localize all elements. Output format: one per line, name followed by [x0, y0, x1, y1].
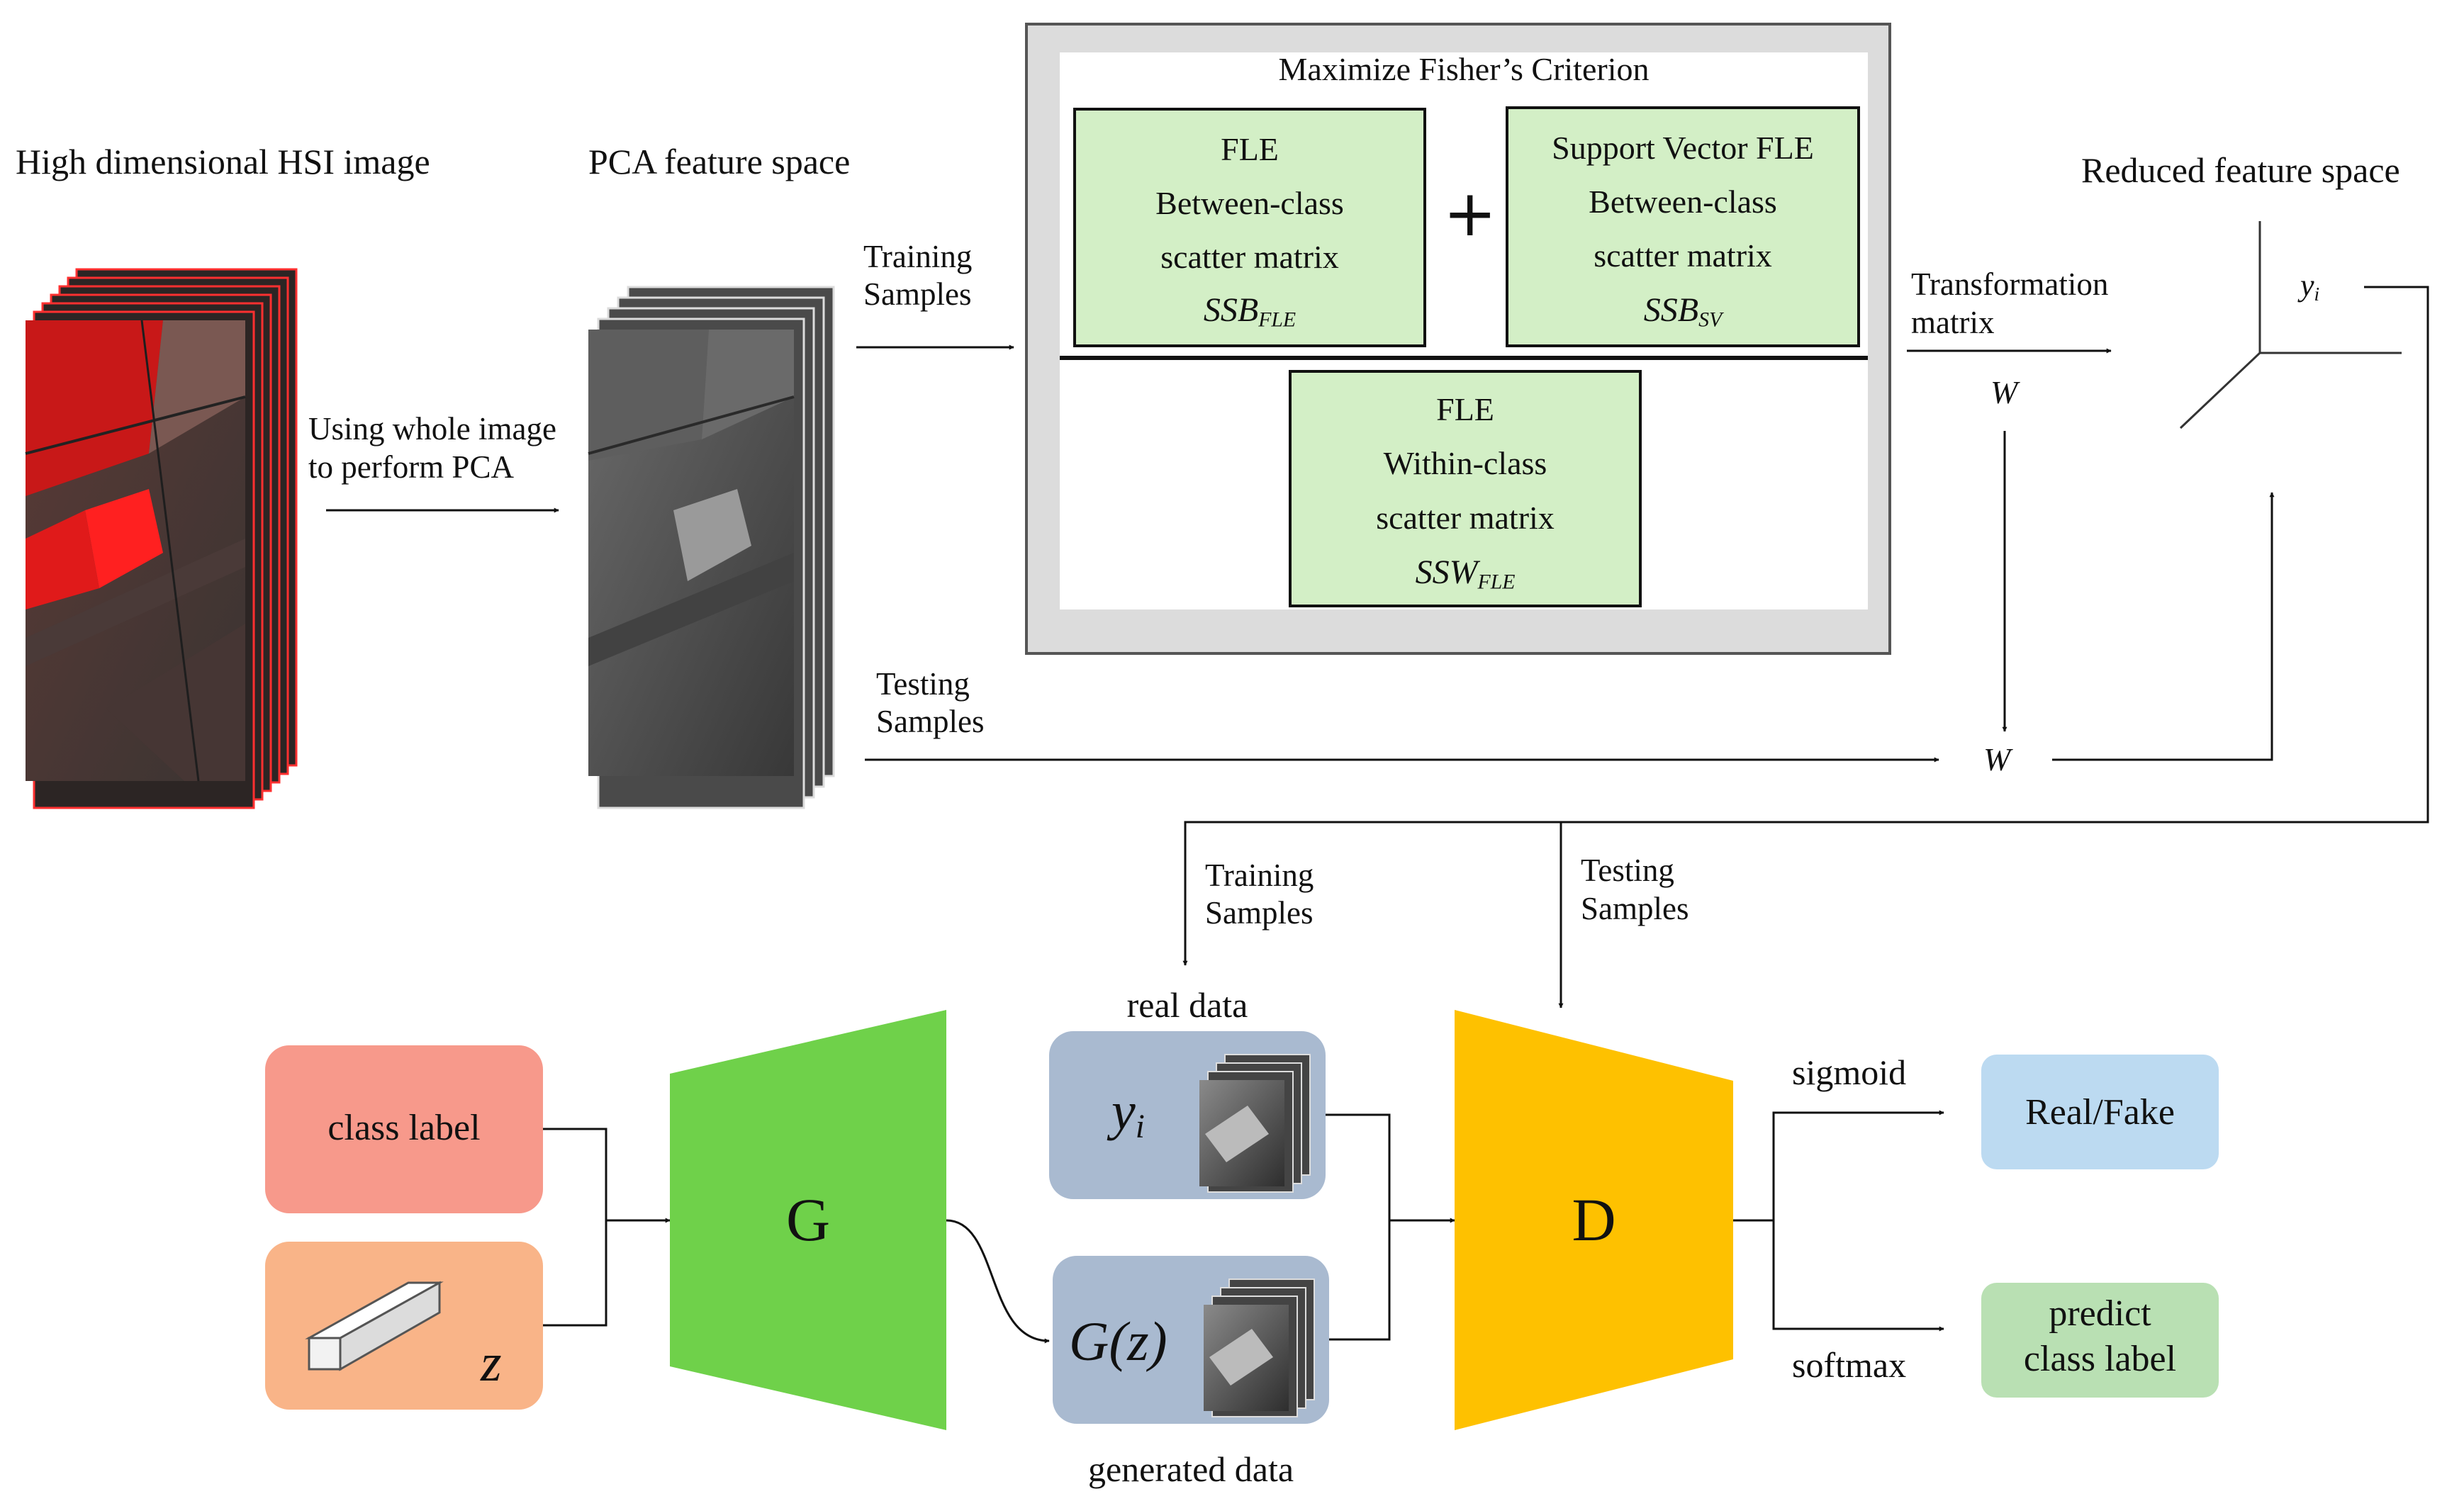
- pca-note-line1: Using whole image: [308, 411, 556, 446]
- connector-real-data: [1326, 1113, 1391, 1220]
- predict-class-label-box: [1981, 1283, 2219, 1398]
- arrow-w-to-reduced: [2052, 492, 2275, 761]
- predict-line1: predict: [2049, 1293, 2151, 1334]
- real-fake-box: [1981, 1055, 2219, 1169]
- training-label-line2: Samples: [863, 276, 972, 312]
- transformation-line1: Transformation: [1911, 266, 2109, 302]
- noise-z-symbol: z: [481, 1333, 502, 1393]
- generated-data-symbol: G(z): [1069, 1310, 1167, 1372]
- generated-data-thumbnail-stack: [1204, 1279, 1315, 1417]
- arrow-sigmoid: [1772, 1110, 1944, 1220]
- w-symbol-bottom: W: [1983, 741, 2011, 777]
- criterion-title: Maximize Fisher’s Criterion: [1278, 51, 1650, 87]
- gan-training-line1: Training: [1205, 858, 1314, 893]
- class-label-box: [265, 1045, 543, 1213]
- connector-yi-to-gan: [1182, 286, 2429, 966]
- hsi-image-stack: [25, 268, 298, 809]
- fle-within-line1: FLE: [1436, 391, 1494, 427]
- arrow-g-to-generated: [946, 1219, 1050, 1344]
- class-label-text: class label: [327, 1108, 481, 1148]
- fle-between-symbol: SSBFLE: [1203, 291, 1297, 332]
- yi-symbol: yi: [2300, 268, 2320, 305]
- predict-line2: class label: [2023, 1339, 2177, 1379]
- fle-within-line3: scatter matrix: [1376, 500, 1555, 536]
- fle-between-line1: FLE: [1221, 131, 1279, 167]
- testing-label-line1: Testing: [876, 666, 970, 702]
- connector-noise: [543, 1220, 607, 1327]
- softmax-label: softmax: [1792, 1345, 1907, 1385]
- plus-sign: +: [1443, 176, 1497, 251]
- real-data-thumbnail-stack: [1199, 1054, 1311, 1193]
- connector-generated-data: [1329, 1220, 1391, 1341]
- pca-title: PCA feature space: [588, 142, 851, 181]
- pca-note-line2: to perform PCA: [308, 449, 514, 485]
- fle-within-class-box: FLE Within-class scatter matrix SSWFLE: [1289, 370, 1642, 607]
- fle-between-class-box: FLE Between-class scatter matrix SSBFLE: [1073, 108, 1426, 347]
- pca-image-stack: [588, 286, 835, 809]
- noise-prism-icon: [305, 1281, 444, 1371]
- fle-within-line2: Within-class: [1383, 445, 1547, 481]
- testing-label-line2: Samples: [876, 704, 985, 739]
- discriminator-trapezoid: [1455, 1010, 1733, 1430]
- transformation-line2: matrix: [1911, 305, 1995, 340]
- gan-testing-line1: Testing: [1581, 853, 1674, 888]
- sigmoid-label: sigmoid: [1792, 1052, 1907, 1092]
- training-label-line1: Training: [863, 239, 973, 274]
- fle-within-symbol: SSWFLE: [1415, 553, 1516, 594]
- generated-data-label: generated data: [1087, 1449, 1294, 1489]
- sv-between-line1: Support Vector FLE: [1552, 130, 1814, 166]
- connector-class-label: [543, 1128, 607, 1220]
- real-fake-text: Real/Fake: [2025, 1092, 2175, 1133]
- generator-label: G: [785, 1186, 831, 1254]
- reduced-axes: [2179, 221, 2402, 429]
- reduced-title: Reduced feature space: [2081, 150, 2400, 190]
- real-data-label: real data: [1126, 985, 1248, 1025]
- real-data-symbol: yi: [1111, 1081, 1145, 1145]
- arrow-softmax: [1772, 1220, 1944, 1332]
- gan-testing-line2: Samples: [1581, 891, 1689, 926]
- hsi-title: High dimensional HSI image: [16, 142, 430, 181]
- fle-between-line3: scatter matrix: [1160, 239, 1339, 275]
- generator-trapezoid: [670, 1010, 946, 1430]
- sv-between-symbol: SSBSV: [1643, 291, 1723, 332]
- sv-between-class-box: Support Vector FLE Between-class scatter…: [1506, 106, 1860, 347]
- discriminator-label: D: [1572, 1186, 1616, 1254]
- w-symbol-top: W: [1990, 374, 2018, 410]
- sv-between-line3: scatter matrix: [1594, 237, 1772, 274]
- sv-between-line2: Between-class: [1589, 184, 1777, 220]
- fle-between-line2: Between-class: [1155, 185, 1344, 221]
- gan-training-line2: Samples: [1205, 895, 1314, 931]
